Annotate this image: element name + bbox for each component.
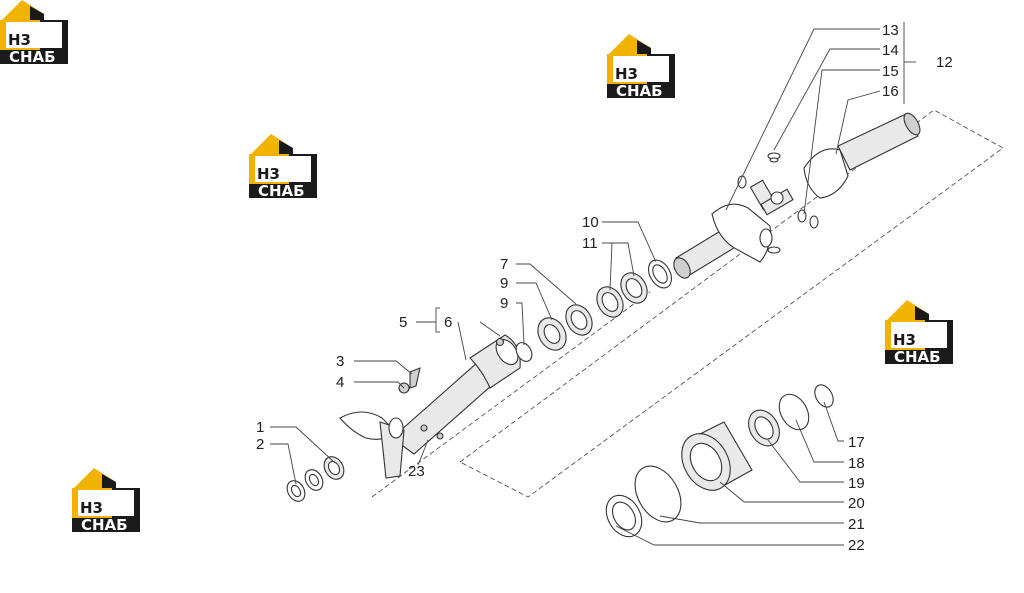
callout-23: 23 [408,463,425,480]
callout-3: 3 [336,353,344,370]
logo-watermark-4 [885,300,953,366]
callout-21: 21 [848,516,865,533]
callout-7: 7 [500,256,508,273]
callout-19: 19 [848,475,865,492]
callout-20: 20 [848,495,865,512]
left-bearing-rings [286,456,345,502]
callout-labels: 1 2 3 4 5 6 7 9 9 10 11 12 13 14 15 16 1… [256,22,953,554]
cross-spider [749,179,794,216]
leader-lines [270,22,916,546]
callout-5: 5 [399,314,407,331]
callout-14: 14 [882,42,899,59]
axis-dash [371,291,651,498]
logo-watermark-3 [249,134,317,200]
callout-12: 12 [936,54,953,71]
yoke-right [803,112,921,199]
callout-6: 6 [444,314,452,331]
logo-watermark-2 [607,34,675,100]
logo-house-icon [0,0,68,64]
grease-nipple [420,337,505,440]
callout-16: 16 [882,83,899,100]
callout-2: 2 [256,436,264,453]
callout-11: 11 [582,235,598,252]
logo-caption: СНАБ [9,48,56,66]
callout-1: 1 [256,419,264,436]
snap-rings [737,152,819,254]
callout-9b: 9 [500,295,508,312]
yoke-fork [339,411,405,479]
callout-4: 4 [336,374,344,391]
callout-17: 17 [848,434,865,451]
callout-15: 15 [882,63,899,80]
yoke-left [711,203,773,263]
logo-watermark: H3 СНАБ [0,0,68,66]
callout-18: 18 [848,455,865,472]
callout-9a: 9 [500,275,508,292]
middle-rings [515,259,673,362]
lower-bearing-stack [605,384,834,538]
callout-22: 22 [848,537,865,554]
callout-10: 10 [582,214,599,231]
assembly-dash-outline [459,109,1004,498]
logo-mark: H3 [8,31,31,49]
shaft-tube [391,334,521,455]
logo-watermark-5 [72,468,140,534]
callout-13: 13 [882,22,899,39]
